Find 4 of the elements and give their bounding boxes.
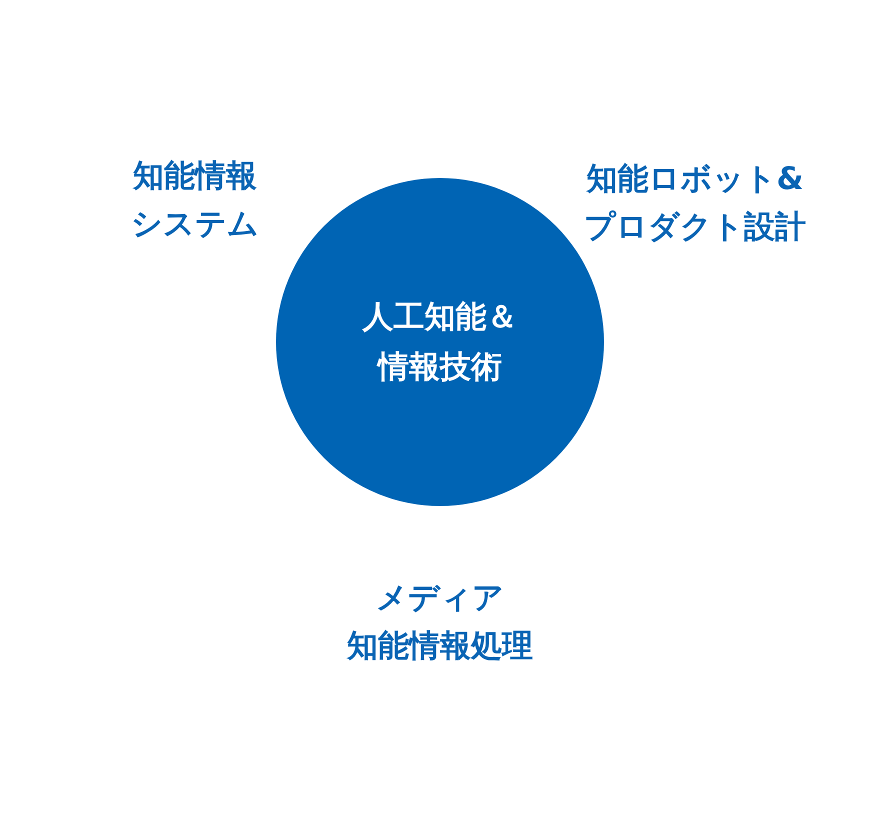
circle-title: 人工知能＆情報技術 [362, 298, 518, 387]
field-label: 知能ロボット&プロダクト設計 [584, 160, 806, 247]
field-label: メディア知能情報処理 [347, 579, 533, 666]
field-label: 知能情報システム [131, 157, 259, 244]
